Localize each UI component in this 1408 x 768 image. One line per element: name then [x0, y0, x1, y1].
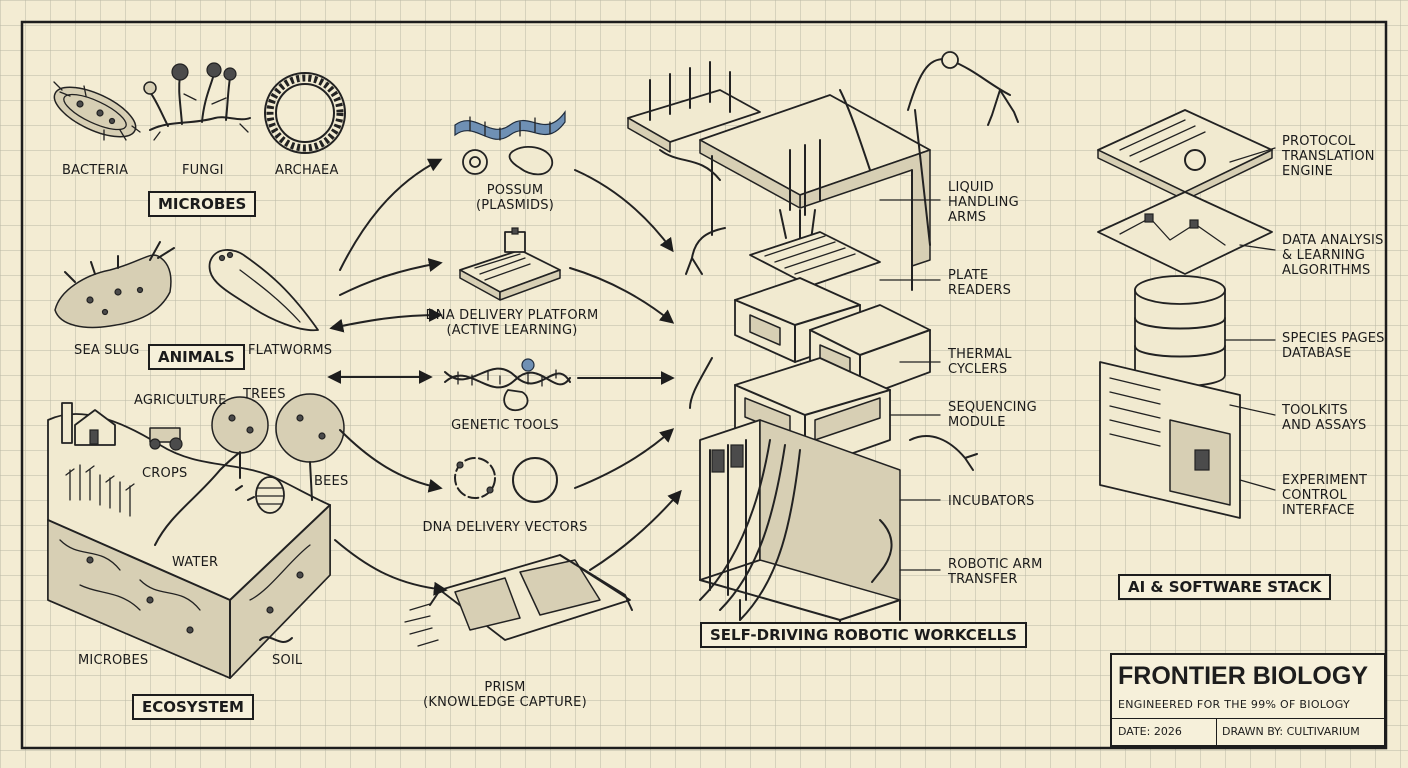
robotic-workcell-illustration: [627, 51, 1019, 646]
flatworm-illustration: [208, 249, 319, 332]
sheet-border: [20, 20, 1388, 750]
title-block-divider: [1216, 718, 1217, 745]
plasmid-dna-illustration: [454, 110, 566, 176]
title-block-date: DATE: 2026: [1118, 725, 1182, 738]
title-block-title: FRONTIER BIOLOGY: [1118, 662, 1368, 690]
animals-box: ANIMALS: [148, 344, 245, 370]
soil-microbes-label: MICROBES: [78, 653, 149, 668]
title-block-author: DRAWN BY: CULTIVARIUM: [1222, 725, 1360, 738]
flow-arrows: [327, 158, 682, 596]
title-block: FRONTIER BIOLOGY ENGINEERED FOR THE 99% …: [1110, 653, 1386, 747]
workcells-box: SELF-DRIVING ROBOTIC WORKCELLS: [700, 622, 1027, 648]
genetic-tools-label: GENETIC TOOLS: [451, 418, 559, 433]
prism-glasses-illustration: [404, 554, 633, 647]
title-block-subtitle: ENGINEERED FOR THE 99% OF BIOLOGY: [1118, 698, 1351, 711]
sea-slug-label: SEA SLUG: [74, 343, 140, 358]
soil-label: SOIL: [272, 653, 303, 668]
crops-label: CROPS: [142, 466, 188, 481]
bacteria-label: BACTERIA: [62, 163, 129, 178]
genetic-tools-illustration: [444, 358, 571, 412]
bees-label: BEES: [314, 474, 349, 489]
fungi-illustration: [143, 62, 251, 141]
possum-label: POSSUM(PLASMIDS): [476, 183, 554, 213]
ecosystem-box: ECOSYSTEM: [132, 694, 254, 720]
incubators-label: INCUBATORS: [948, 494, 1035, 509]
microbes-box: MICROBES: [148, 191, 257, 217]
dna-delivery-vectors-label: DNA DELIVERY VECTORS: [422, 520, 588, 535]
flatworms-label: FLATWORMS: [248, 343, 333, 358]
dna-delivery-platform-illustration: [459, 227, 561, 301]
archaea-label: ARCHAEA: [275, 163, 339, 178]
dna-delivery-platform-label: DNA DELIVERY PLATFORM(ACTIVE LEARNING): [425, 308, 599, 338]
water-label: WATER: [172, 555, 219, 570]
ecosystem-illustration: [47, 393, 345, 679]
fungi-label: FUNGI: [182, 163, 224, 178]
software-stack-illustration: [1097, 109, 1273, 519]
agriculture-label: AGRICULTURE: [134, 393, 227, 408]
software-stack-box: AI & SOFTWARE STACK: [1118, 574, 1332, 600]
trees-label: TREES: [243, 387, 286, 402]
sea-slug-illustration: [54, 241, 175, 329]
archaea-illustration: [264, 72, 346, 154]
prism-label: PRISM(KNOWLEDGE CAPTURE): [423, 680, 587, 710]
title-block-rule: [1112, 718, 1384, 719]
leader-lines: [879, 147, 1276, 571]
bacteria-illustration: [53, 81, 141, 141]
dna-vectors-illustration: [454, 457, 558, 503]
